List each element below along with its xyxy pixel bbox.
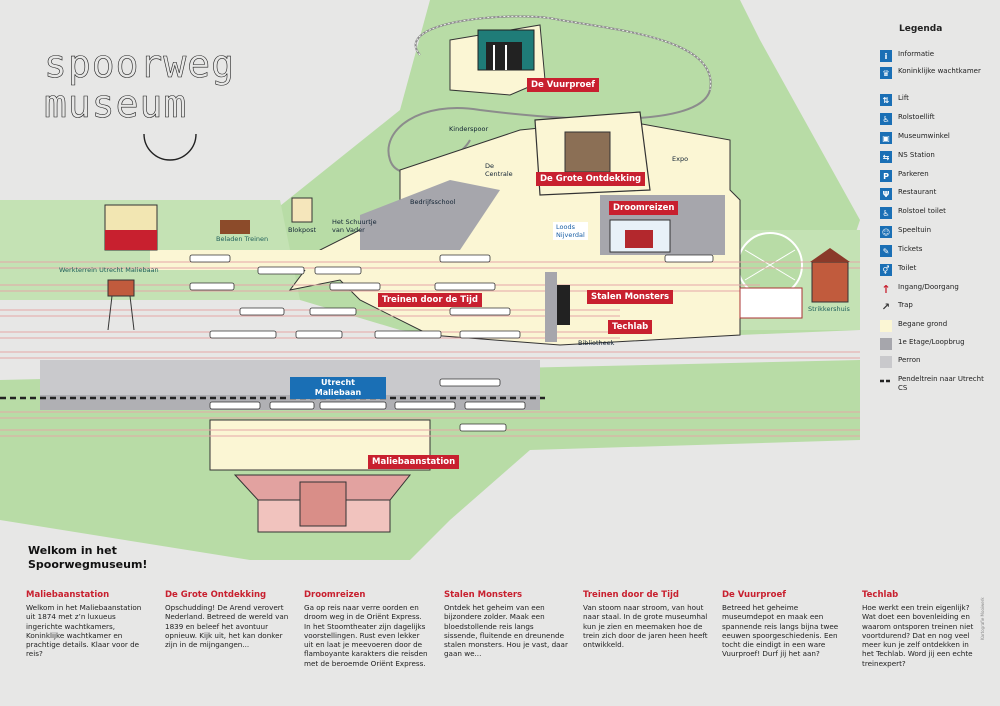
legend-item: Perron xyxy=(880,356,993,368)
stairs-icon: ↗ xyxy=(881,301,891,313)
section-text: Opschudding! De Arend verovert Nederland… xyxy=(165,603,289,650)
section-title: De Vuurproef xyxy=(722,590,786,600)
label-kinderspoor: Kinderspoor xyxy=(449,125,489,133)
tag-droomreizen[interactable]: Droomreizen xyxy=(609,201,679,215)
label-utrecht-maliebaan: Utrecht Maliebaan xyxy=(290,377,386,399)
entrance-arrow-icon: ↑ xyxy=(881,282,891,296)
section-text: Ga op reis naar verre oorden en droom we… xyxy=(304,603,428,668)
section-text: Ontdek het geheim van een bijzondere zol… xyxy=(444,603,568,659)
legend-item: ✎Tickets xyxy=(880,245,993,257)
first-floor-swatch xyxy=(880,338,892,350)
tag-techlab[interactable]: Techlab xyxy=(608,320,653,334)
tag-maliebaanstation[interactable]: Maliebaanstation xyxy=(368,455,460,469)
legend-item: 1e Etage/Loopbrug xyxy=(880,338,993,350)
werkterrein-buildings xyxy=(104,197,313,331)
legend-item: ▣Museumwinkel xyxy=(880,132,993,144)
wheelchair-toilet-icon: ♿ xyxy=(880,207,892,219)
walkway xyxy=(545,272,557,342)
welcome-line-1: Welkom in het xyxy=(28,544,117,557)
section-text: Hoe werkt een trein eigenlijk? Wat doet … xyxy=(862,603,974,668)
droomreizen-theater xyxy=(609,219,671,253)
legend-item: ↑Ingang/Doorgang xyxy=(881,282,959,296)
welcome-heading: Welkom in het Spoorwegmuseum! xyxy=(28,544,208,572)
strikkershuis xyxy=(739,248,850,319)
restaurant-icon: Ψ xyxy=(880,188,892,200)
legend-item: ♿Rolstoellift xyxy=(880,113,993,125)
section-text: Betreed het geheime museumdepot en maak … xyxy=(722,603,839,659)
legend-item: ⚥Toilet xyxy=(880,264,993,276)
section-title: Techlab xyxy=(862,590,899,600)
grote-ontdekking-scene xyxy=(564,131,611,173)
label-expo: Expo xyxy=(672,155,689,163)
label-centrale: De Centrale xyxy=(485,162,513,178)
maliebaanstation-building xyxy=(233,474,412,533)
ns-station-icon: ⇆ xyxy=(880,151,892,163)
section-title: Stalen Monsters xyxy=(444,590,523,600)
kinderspoor-track xyxy=(387,15,712,174)
label-strikkershuis: Strikkershuis xyxy=(808,305,850,313)
label-bibliotheek: Bibliotheek xyxy=(578,339,615,347)
label-werkterrein: Werkterrein Utrecht Maliebaan xyxy=(59,266,159,274)
legend-title: Legenda xyxy=(899,24,943,34)
shuttle-train-icon xyxy=(880,375,892,387)
tickets-icon: ✎ xyxy=(880,245,892,257)
legend-item: ♿Rolstoel toilet xyxy=(880,207,993,219)
section-text: Welkom in het Maliebaanstation uit 1874 … xyxy=(26,603,142,659)
legend-item: ♛Koninklijke wachtkamer xyxy=(880,67,993,79)
label-schuurtje: Het Schuurtje van Vader xyxy=(332,218,377,234)
logo-smile-icon xyxy=(143,133,197,161)
welcome-line-2: Spoorwegmuseum! xyxy=(28,558,148,571)
tag-stalen[interactable]: Stalen Monsters xyxy=(587,290,674,304)
section-title: Maliebaanstation xyxy=(26,590,110,600)
wheelchair-lift-icon: ♿ xyxy=(880,113,892,125)
credit: Kartografie Mooiwerk xyxy=(980,597,985,640)
section-title: Treinen door de Tijd xyxy=(583,590,679,600)
section-droomreizen: Droomreizen Ga op reis naar verre oorden … xyxy=(304,590,429,668)
label-bedrijfsschool: Bedrijfsschool xyxy=(410,198,456,206)
legend-item: ☺Speeltuin xyxy=(880,226,932,238)
label-loods: Loods Nijverdal xyxy=(553,222,588,240)
trains xyxy=(189,254,714,432)
ground-floor-swatch xyxy=(880,320,892,332)
section-title: De Grote Ontdekking xyxy=(165,590,267,600)
label-beladen-treinen: Beladen Treinen xyxy=(216,235,269,243)
logo-line-2: museum xyxy=(44,82,188,126)
logo-line-1: spoorweg xyxy=(44,42,236,86)
info-icon: i xyxy=(880,50,892,62)
legend-item: ⇅Lift xyxy=(880,94,993,106)
label-blokpost: Blokpost xyxy=(288,226,317,234)
tag-vuurproef[interactable]: De Vuurproef xyxy=(527,78,599,92)
lift-icon: ⇅ xyxy=(880,94,892,106)
parking-icon: P xyxy=(880,170,892,182)
waiting-room-icon: ♛ xyxy=(880,67,892,79)
legend-item: ⇆NS Station xyxy=(880,151,993,163)
playground-icon: ☺ xyxy=(880,226,892,238)
tag-treinen[interactable]: Treinen door de Tijd xyxy=(378,293,482,307)
legend-item: Pendeltrein naar Utrecht CS xyxy=(880,375,993,393)
platform-swatch xyxy=(880,356,892,368)
legend-item: Begane grond xyxy=(880,320,993,332)
shop-icon: ▣ xyxy=(880,132,892,144)
section-text: Van stoom naar stroom, van hout naar sta… xyxy=(583,603,708,650)
legend-item: ↗Trap xyxy=(881,301,913,313)
museum-logo: spoorweg museum xyxy=(44,42,236,161)
toilet-icon: ⚥ xyxy=(880,264,892,276)
section-title: Droomreizen xyxy=(304,590,366,600)
vuurproef-building xyxy=(477,29,535,71)
tag-grote-ontdekking[interactable]: De Grote Ontdekking xyxy=(536,172,646,186)
